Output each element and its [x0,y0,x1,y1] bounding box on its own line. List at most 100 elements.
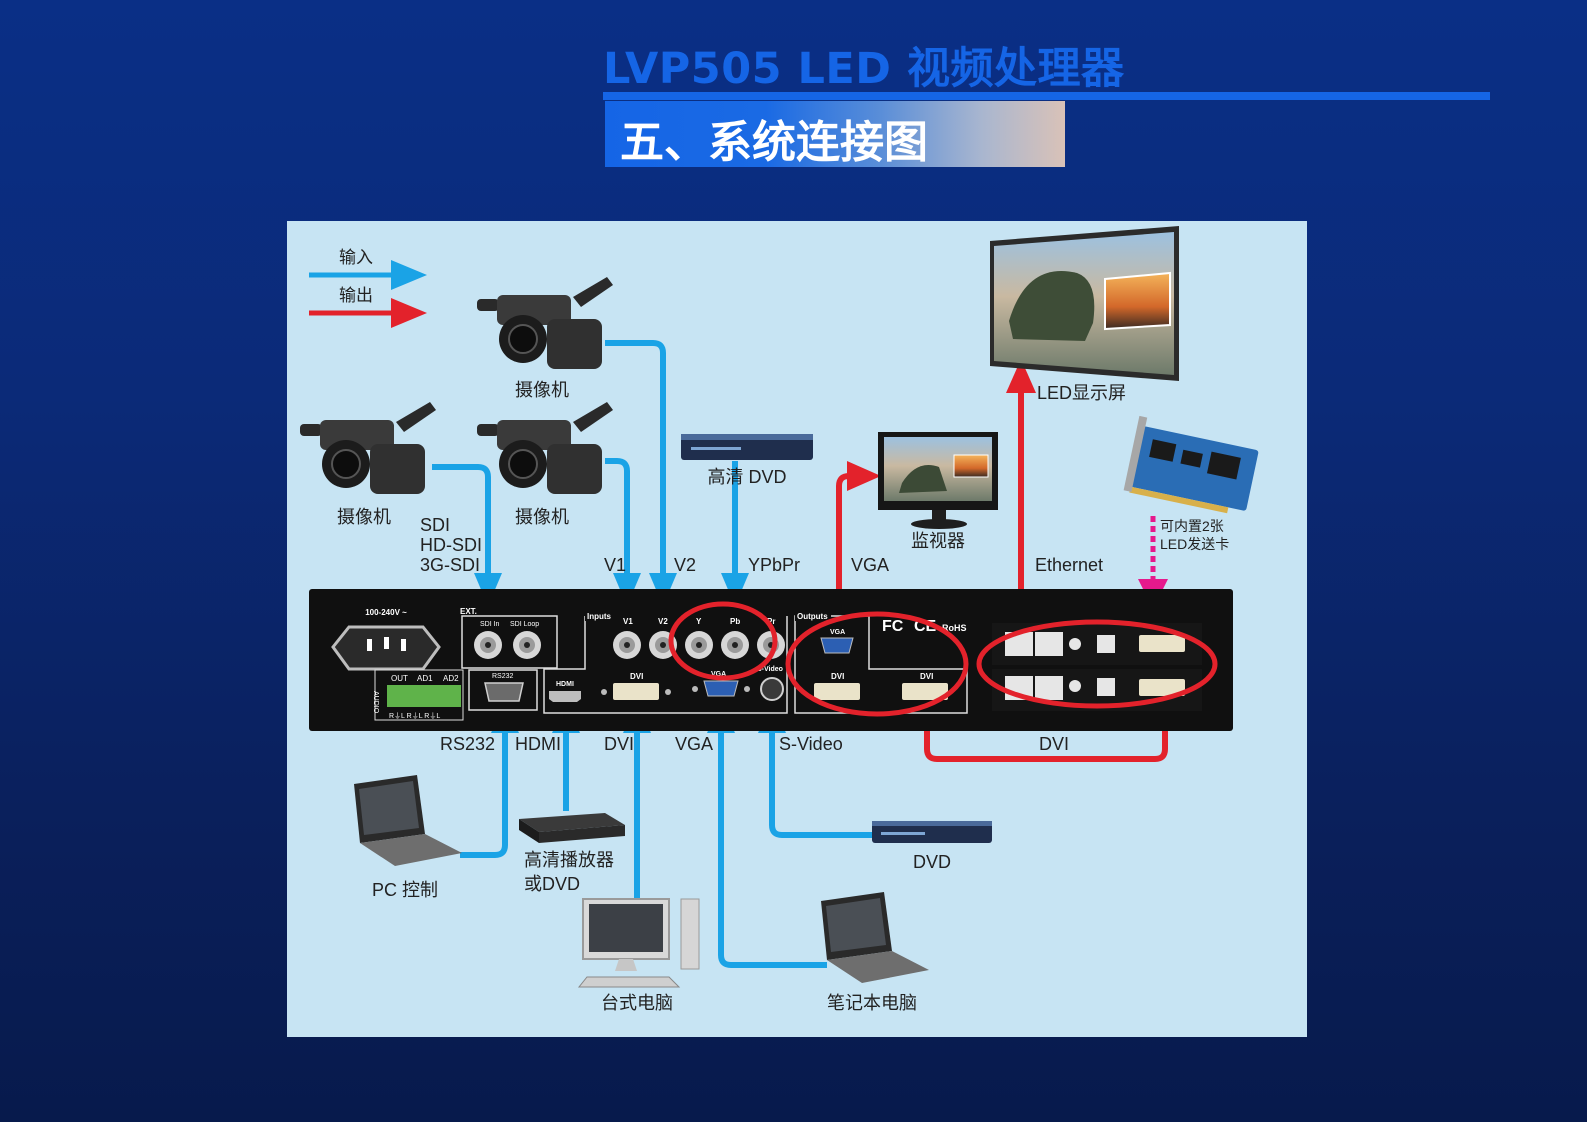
bnc-y [685,631,713,659]
power-label: 100-240V ~ [365,608,407,617]
signal-ypbpr: YPbPr [748,555,800,575]
dvi-out-a-panel-label: DVI [831,672,844,681]
rear-panel: 100-240V ~ EXT. SDI In SDI Loop Inputs V… [309,589,1233,731]
hd-player-line2: 或DVD [524,874,580,894]
title-rule [603,92,1490,100]
vga-out-panel-label: VGA [830,629,845,636]
desktop-icon [577,898,700,988]
ypbpr-highlight [668,601,778,681]
laptop-icon [821,892,929,983]
camera-left-icon [300,402,436,494]
section-title-band [605,101,1065,167]
sdi-in-label: SDI In [480,621,500,628]
inputs-label: Inputs [587,612,612,621]
legend-output-arrowhead [391,298,427,328]
section-title: 五、系统连接图 [620,117,928,168]
v2-panel-label: V2 [658,617,668,626]
connection-diagram: 输入 输出 [300,226,1259,1013]
hd-dvd-icon [681,434,813,460]
arrowhead-led [1006,359,1036,393]
bnc-v1 [613,631,641,659]
rs232-box [468,669,538,711]
sending-card-icon [1123,415,1259,514]
bnc-sdi-loop [513,631,541,659]
legend-input-arrowhead [391,260,427,290]
svideo-panel-label: S-Video [757,666,783,673]
highlight-circles [668,601,1218,717]
audio-terminal [387,685,461,707]
diagram-panel: 输入 输出 [287,221,1307,1037]
audio-pin-labels: R⏚L R⏚L R⏚L [389,712,440,720]
bnc-sdi-in [474,631,502,659]
pc-control-label: PC 控制 [372,880,438,900]
line-camera-left-sdi [432,464,491,576]
signal-ethernet: Ethernet [1035,555,1103,575]
laptop-label: 笔记本电脑 [827,993,917,1013]
desktop-label: 台式电脑 [601,993,673,1013]
legend-output-label: 输出 [339,286,373,305]
legend-input-label: 输入 [339,248,373,267]
input-lines [432,340,875,968]
camera-left-label: 摄像机 [337,507,391,527]
hd-player-icon [519,813,625,843]
led-screen-label: LED显示屏 [1037,383,1126,403]
signal-v1: V1 [604,555,626,575]
line-pc-rs232 [460,731,508,858]
dvd-label: DVD [913,852,951,872]
monitor-label: 监视器 [911,531,965,551]
signal-3g-sdi: 3G-SDI [420,555,480,575]
line-camera-top-v2 [605,340,666,576]
dvi-out-a-port [814,683,860,700]
line-dvd-svideo [769,731,875,838]
dvd-icon [872,821,992,843]
line-camera-mid-v1 [605,458,630,576]
dvi-in-port [613,683,659,700]
signal-sdi: SDI [420,515,450,535]
audio-out-label: OUT [391,674,408,683]
pb-panel-label: Pb [730,617,740,626]
audio-label: AUDIO [372,691,379,714]
camera-top-icon [477,277,613,369]
sending-card-line2: LED发送卡 [1160,536,1229,552]
hd-player-line1: 高清播放器 [524,850,614,870]
monitor-icon [878,432,998,529]
sending-card-line1: 可内置2张 [1160,518,1224,534]
card-slot-bottom [992,669,1202,711]
lower-signal-labels: RS232 HDMI DVI VGA S-Video DVI [440,734,1069,754]
svideo-port [760,677,784,701]
bnc-pb [721,631,749,659]
signal-rs232: RS232 [440,734,495,754]
signal-vga-out: VGA [851,555,889,575]
signal-s-video: S-Video [779,734,843,754]
vga-in-port [703,680,739,697]
rohs-mark: RoHS [942,623,967,633]
signal-vga-in: VGA [675,734,713,754]
inputs-box [543,616,788,714]
hdmi-port [549,691,581,702]
signal-dvi-out: DVI [1039,734,1069,754]
signal-dvi-in: DVI [604,734,634,754]
signal-hdmi: HDMI [515,734,561,754]
signal-hd-sdi: HD-SDI [420,535,482,555]
line-dvi-loop [924,711,1168,762]
ext-box [461,615,558,669]
pr-panel-label: Pr [767,617,775,626]
v1-panel-label: V1 [623,617,633,626]
dvi-out-b-port [902,683,948,700]
sdi-loop-label: SDI Loop [510,621,539,628]
vga-out-port [820,637,854,654]
audio-ad2-label: AD2 [443,674,459,683]
main-title: LVP505 LED 视频处理器 [603,44,1125,94]
camera-mid-label: 摄像机 [515,507,569,527]
line-laptop-vga [718,731,827,968]
pc-control-icon [354,775,462,866]
camera-mid-icon [477,402,613,494]
ext-label: EXT. [460,607,477,616]
db9-connector [484,682,524,702]
card-slots-highlight [976,619,1218,709]
upper-signal-labels: SDI HD-SDI 3G-SDI V1 V2 YPbPr VGA Ethern… [420,515,1103,575]
dvi-in-panel-label: DVI [630,672,643,681]
led-screen-icon [990,226,1179,381]
arrowhead-monitor [847,461,881,491]
dvi-out-b-panel-label: DVI [920,672,933,681]
